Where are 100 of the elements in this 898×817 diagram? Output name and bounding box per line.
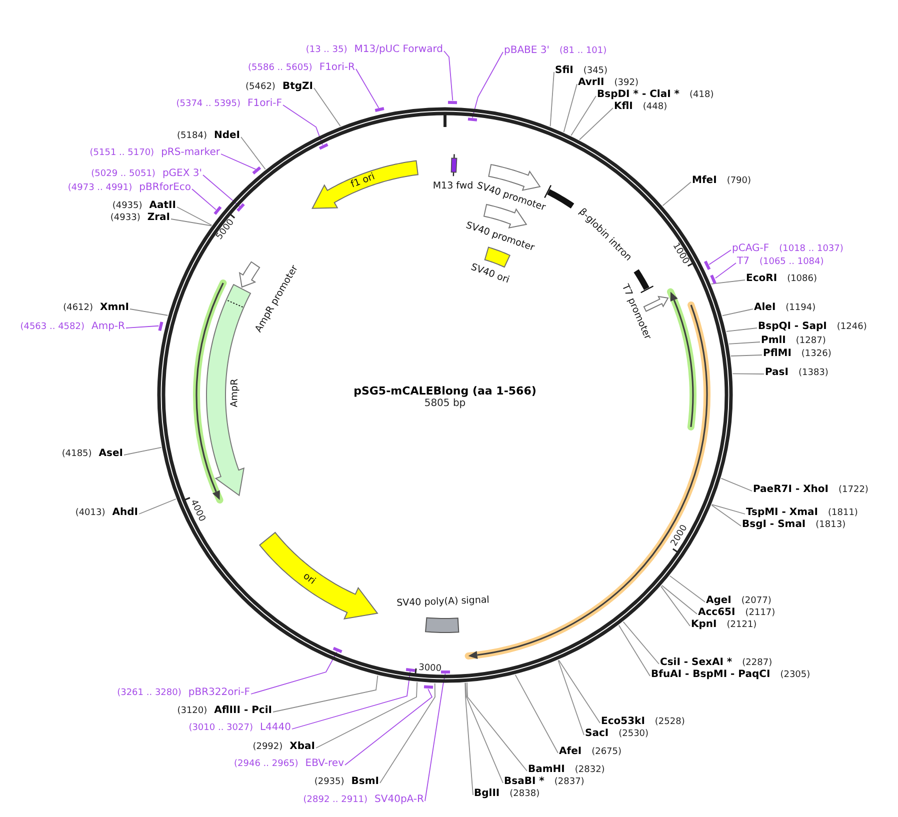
feature-label: SV40 ori bbox=[470, 262, 510, 286]
scale-label: 3000 bbox=[418, 664, 442, 674]
enzyme-name: AvrII bbox=[578, 78, 604, 88]
enzyme-name: BfuAI - BspMI - PaqCI bbox=[651, 670, 770, 680]
enzyme-name: AatII bbox=[149, 201, 176, 211]
primer-name: pCAG-F bbox=[732, 244, 770, 254]
leader-line bbox=[550, 72, 554, 127]
leader-line bbox=[444, 50, 454, 101]
enzyme-name: NdeI bbox=[214, 131, 240, 141]
leader-line bbox=[240, 136, 266, 170]
leader-line bbox=[464, 682, 474, 796]
leader-line bbox=[720, 478, 752, 492]
enzyme-name: EcoRI bbox=[746, 274, 778, 284]
primer-position: (3261 .. 3280) bbox=[117, 689, 182, 698]
primer-name: M13/pUC Forward bbox=[354, 45, 443, 55]
leader-line bbox=[292, 670, 411, 730]
cut-site-position: (2077) bbox=[741, 597, 772, 606]
enzyme-name: KflI bbox=[614, 102, 633, 112]
cut-site-position: (2675) bbox=[592, 748, 622, 757]
primer-binding-mark bbox=[468, 118, 477, 122]
enzyme-name: AflIII - PciI bbox=[214, 706, 272, 716]
enzyme-name: ZraI bbox=[147, 213, 170, 223]
cut-site-position: (4612) bbox=[63, 304, 94, 313]
cut-site-position: (2837) bbox=[554, 778, 584, 787]
enzyme-name: PflMI bbox=[763, 349, 792, 359]
enzyme-name: AfeI bbox=[559, 747, 582, 757]
cut-site-position: (790) bbox=[726, 177, 752, 186]
primer-binding-mark bbox=[158, 322, 162, 331]
feature-label: ori bbox=[301, 572, 317, 587]
cut-site-position: (1383) bbox=[798, 369, 828, 378]
primer-position: (5374 .. 5395) bbox=[176, 100, 241, 109]
cut-site-position: (4933) bbox=[110, 214, 140, 223]
enzyme-name: BamHI bbox=[528, 765, 565, 775]
feature-label: f1 ori bbox=[350, 172, 376, 190]
cut-site-position: (2117) bbox=[745, 609, 776, 618]
leader-line bbox=[710, 280, 746, 284]
cut-site-position: (2992) bbox=[252, 743, 283, 752]
cut-site-position: (1287) bbox=[796, 337, 826, 346]
scale-label: 4000 bbox=[188, 498, 206, 523]
enzyme-name: SacI bbox=[585, 729, 609, 739]
primer-binding-mark bbox=[406, 668, 415, 672]
leader-line bbox=[622, 621, 660, 664]
primer-name: L4440 bbox=[260, 723, 291, 733]
cut-site-position: (345) bbox=[583, 67, 608, 76]
feature-label: SV40 poly(A) signal bbox=[396, 596, 490, 608]
primer-position: (3010 .. 3027) bbox=[188, 724, 253, 733]
primer-binding-mark bbox=[448, 100, 458, 104]
primer-position: (5029 .. 5051) bbox=[91, 170, 156, 179]
cut-site-position: (392) bbox=[614, 79, 638, 88]
primer-binding-mark bbox=[424, 686, 433, 690]
cut-site-position: (418) bbox=[690, 91, 714, 100]
enzyme-name: AseI bbox=[98, 449, 123, 459]
cut-site-position: (4935) bbox=[112, 202, 142, 211]
enzyme-name: AhdI bbox=[112, 508, 138, 518]
enzyme-name: TspMI - XmaI bbox=[746, 508, 818, 518]
enzyme-name: XmnI bbox=[100, 303, 129, 313]
leader-line bbox=[176, 206, 212, 226]
enzyme-name: Acc65I bbox=[698, 608, 736, 618]
feature-label: M13 fwd bbox=[432, 181, 474, 191]
enzyme-name: AgeI bbox=[706, 596, 732, 606]
leader-line bbox=[662, 182, 692, 206]
primer-position: (2946 .. 2965) bbox=[234, 760, 298, 769]
leader-line bbox=[708, 250, 732, 265]
primer-binding-mark bbox=[332, 647, 342, 654]
leader-line bbox=[202, 174, 240, 208]
leader-line bbox=[424, 673, 446, 802]
leader-line bbox=[722, 308, 754, 316]
leader-line bbox=[732, 373, 764, 374]
leader-line bbox=[660, 586, 690, 626]
cut-site-position: (1246) bbox=[836, 323, 867, 332]
leader-line bbox=[464, 682, 504, 784]
primer-name: SV40pA-R bbox=[374, 795, 424, 805]
cut-site-position: (2528) bbox=[654, 718, 685, 727]
cut-site-position: (2838) bbox=[510, 790, 540, 799]
enzyme-name: BspDI * - ClaI * bbox=[597, 90, 680, 100]
leader-line bbox=[380, 682, 436, 784]
cut-site-position: (2305) bbox=[780, 671, 810, 680]
leader-line bbox=[558, 660, 600, 724]
leader-line bbox=[124, 446, 162, 456]
leader-line bbox=[563, 84, 578, 133]
enzyme-name: KpnI bbox=[691, 620, 717, 630]
leader-line bbox=[130, 308, 168, 316]
leader-line bbox=[558, 660, 584, 736]
primer-name: pGEX 3' bbox=[162, 169, 202, 179]
primer-name: EBV-rev bbox=[305, 759, 344, 769]
enzyme-name: Eco53kI bbox=[601, 717, 645, 727]
leader-line bbox=[316, 682, 418, 748]
leader-line bbox=[282, 104, 323, 146]
cut-site-position: (5462) bbox=[246, 83, 276, 92]
enzyme-name: CsiI - SexAI * bbox=[660, 658, 732, 668]
primer-position: (5151 .. 5170) bbox=[90, 149, 154, 158]
cut-site-position: (2935) bbox=[314, 778, 344, 787]
primer-name: T7 bbox=[737, 257, 750, 267]
primer-binding-mark bbox=[711, 274, 717, 284]
leader-line bbox=[514, 674, 558, 754]
leader-line bbox=[570, 96, 596, 136]
leader-line bbox=[618, 624, 650, 676]
enzyme-name: MfeI bbox=[692, 176, 717, 186]
leader-line bbox=[715, 262, 736, 279]
enzyme-name: BtgZI bbox=[282, 82, 313, 92]
